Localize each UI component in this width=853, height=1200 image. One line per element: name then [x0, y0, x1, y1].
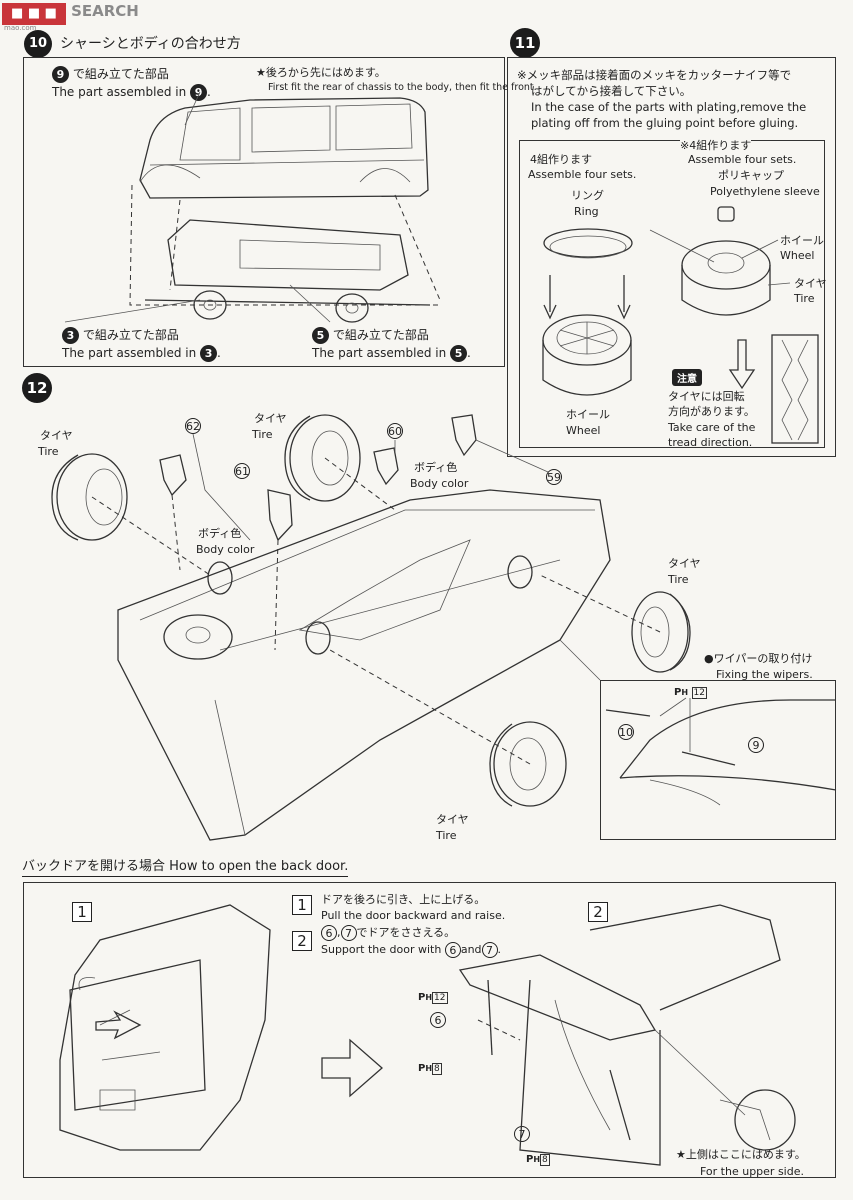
step11-tread-en: Take care of the	[668, 421, 756, 434]
instruction-1-ja: ドアを後ろに引き、上に上げる。	[321, 893, 486, 906]
step10-part5-label: 5 で組み立てた部品	[312, 327, 429, 344]
body-color-left-en: Body color	[196, 543, 255, 556]
backdoor-step1-drawing	[59, 904, 271, 1151]
step11-plating-en2: plating off from the gluing point before…	[531, 116, 799, 130]
van-body-drawing	[129, 97, 441, 306]
step11-tire-en: Tire	[794, 292, 815, 305]
instruction-1-en: Pull the door backward and raise.	[321, 909, 506, 922]
step11-wheel-ja: ホイール	[566, 408, 610, 421]
tire-label-bottom-en: Tire	[436, 829, 457, 842]
upper-side-en: For the upper side.	[700, 1165, 804, 1178]
step11-number: 11	[510, 28, 540, 58]
backdoor-step1-box: 1	[72, 902, 92, 922]
step11-poly-ja: ポリキャップ	[718, 169, 784, 182]
step11-wheel2-en: Wheel	[780, 249, 815, 262]
wiper-ph-label: PH 12	[674, 687, 707, 699]
step11-wheel-en: Wheel	[566, 424, 601, 437]
instruction-2-num: 2	[292, 931, 312, 951]
body-color-right-ja: ボディ色	[414, 461, 458, 474]
upper-side-ja: ★上側はここにはめます。	[676, 1148, 806, 1161]
step11-tread-en2: tread direction.	[668, 436, 753, 449]
step11-poly-en: Polyethylene sleeve	[710, 185, 820, 198]
step10-part9-label: 9 で組み立てた部品	[52, 66, 169, 83]
part-60-label: 60	[387, 423, 403, 439]
wiper-part-9: 9	[748, 737, 764, 753]
step10-rear-first-ja: ★後ろから先にはめます。	[256, 66, 386, 79]
backdoor-panel	[23, 882, 836, 1178]
body-color-left-ja: ボディ色	[198, 527, 242, 540]
tire-label-right-en: Tire	[668, 573, 689, 586]
tire-top	[284, 414, 361, 502]
wiper-title-ja: ●ワイパーの取り付け	[704, 652, 813, 665]
watermark-icon: ■ ■ ■	[2, 3, 66, 25]
wiper-part-10: 10	[618, 724, 634, 740]
step11-tread-ja2: 方向があります。	[668, 405, 755, 418]
step10-number: 10	[24, 30, 52, 58]
part-62-label: 62	[185, 418, 201, 434]
backdoor-step2-drawing	[458, 904, 796, 1166]
step10-part9-en: The part assembled in 9.	[52, 84, 211, 101]
backdoor-step2-box: 2	[588, 902, 608, 922]
ring-wheel-drawing	[542, 228, 633, 396]
step11-sets2-en: Assemble four sets.	[688, 153, 797, 166]
step11-panel	[507, 57, 836, 457]
tire-right	[631, 591, 691, 673]
van-underside-drawing	[117, 489, 611, 841]
tire-label-top-ja: タイヤ	[254, 412, 287, 425]
tire-label-right-ja: タイヤ	[668, 557, 701, 570]
arrow-right	[321, 1038, 383, 1098]
step11-ring-en: Ring	[574, 205, 599, 218]
part-59-label: 59	[546, 469, 562, 485]
wiper-title-en: Fixing the wipers.	[716, 668, 813, 681]
step12-number: 12	[22, 373, 52, 403]
step11-tire-ja: タイヤ	[794, 277, 827, 290]
part-61-label: 61	[234, 463, 250, 479]
step11-sets-en: Assemble four sets.	[528, 168, 637, 181]
step11-inner-panel	[519, 140, 825, 448]
tire-left	[51, 453, 128, 541]
backdoor-part-6: 6	[430, 1012, 446, 1028]
step11-plating-en: In the case of the parts with plating,re…	[531, 100, 807, 114]
chassis-drawing	[64, 91, 431, 323]
step10-part3-en: The part assembled in 3.	[62, 345, 221, 362]
step11-ring-ja: リング	[571, 189, 604, 202]
tire-label-top-en: Tire	[252, 428, 273, 441]
caution-badge: 注意	[672, 369, 702, 386]
wiper-detail-drawing	[605, 697, 837, 806]
step10-panel	[23, 57, 505, 367]
watermark-logo: ■ ■ ■ SEARCH	[2, 2, 139, 25]
tire-label-bottom-ja: タイヤ	[436, 813, 469, 826]
backdoor-title: バックドアを開ける場合 How to open the back door.	[22, 855, 349, 877]
step11-sets-ja: 4組作ります	[530, 153, 592, 166]
wiper-detail-panel	[600, 680, 836, 840]
step10-part5-en: The part assembled in 5.	[312, 345, 471, 362]
instruction-1-num: 1	[292, 895, 312, 915]
step11-wheel2-ja: ホイール	[780, 234, 824, 247]
step11-plating-ja: ※メッキ部品は接着面のメッキをカッターナイフ等で	[517, 68, 792, 82]
assembly-leader-lines	[91, 433, 661, 765]
tire-label-left-ja: タイヤ	[40, 429, 73, 442]
tire-stack-drawing	[649, 206, 819, 444]
watermark-sub: mao.com	[4, 24, 37, 32]
step11-tread-ja: タイヤには回転	[668, 390, 745, 403]
tire-bottom	[489, 721, 567, 807]
step10-title: シャーシとボディの合わせ方	[60, 36, 241, 52]
mudguard-parts	[159, 414, 477, 542]
step11-sets2-ja: ※4組作ります	[680, 138, 752, 153]
body-color-right-en: Body color	[410, 477, 469, 490]
step11-plating-ja2: はがしてから接着して下さい。	[531, 84, 692, 98]
step10-part3-label: 3 で組み立てた部品	[62, 327, 179, 344]
watermark-brand: SEARCH	[71, 2, 139, 20]
tire-label-left-en: Tire	[38, 445, 59, 458]
step10-rear-first-en: First fit the rear of chassis to the bod…	[268, 82, 537, 93]
